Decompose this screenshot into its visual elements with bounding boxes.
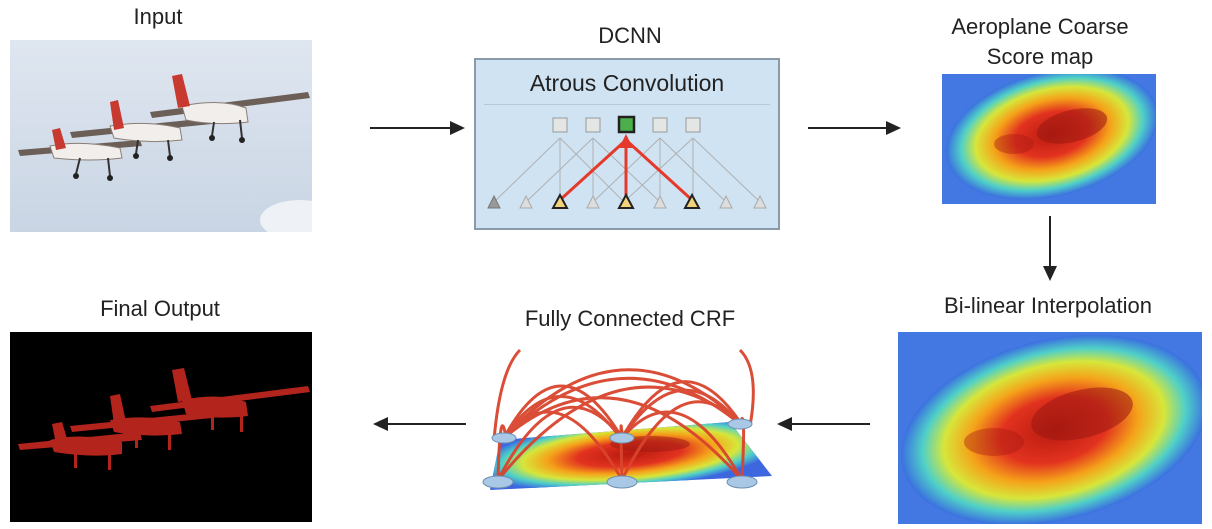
input-title: Input [133,4,183,29]
score-map-title-line1: Aeroplane Coarse [951,14,1129,39]
atrous-diagram [487,115,767,209]
arrow-bilinear-to-crf [777,417,870,431]
airplane-icon [150,74,310,143]
arrow-dcnn-to-score [808,121,901,135]
airplane-icon [70,100,212,161]
segmented-airplane-mask [18,368,310,470]
crf-node-icon [482,418,758,489]
crf-title: Fully Connected CRF [524,306,736,331]
airplane-icon [18,128,142,181]
fully-connected-crf-figure [480,340,780,500]
output-node-icon [552,115,701,134]
bilinear-title: Bi-linear Interpolation [944,293,1152,318]
arrow-input-to-dcnn [370,121,465,135]
final-output-title: Final Output [100,296,220,321]
arrow-crf-to-output [373,417,466,431]
final-output-image [10,332,312,522]
input-image [10,40,312,232]
arrow-score-to-bilinear [1043,216,1057,281]
dcnn-atrous-box: Atrous Convolution [474,58,780,230]
input-node-icon [487,192,767,209]
bilinear-interpolation-map [898,332,1202,524]
coarse-score-map [942,74,1156,204]
atrous-convolution-title: Atrous Convolution [529,70,725,96]
dcnn-title: DCNN [598,23,662,48]
score-map-title-line2: Score map [986,44,1094,69]
